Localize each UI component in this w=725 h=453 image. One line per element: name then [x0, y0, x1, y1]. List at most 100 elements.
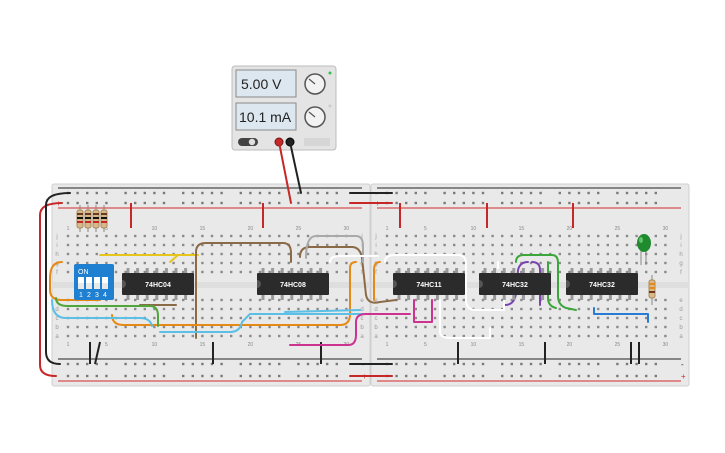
- rail-jumpers[interactable]: [89, 203, 640, 365]
- wire-green[interactable]: [547, 261, 557, 309]
- ic-chip-74hc08[interactable]: 74HC08: [257, 273, 329, 295]
- ic-chip-74hc04[interactable]: 74HC04: [122, 273, 194, 295]
- wire-purple[interactable]: [531, 261, 541, 306]
- wire-yellow[interactable]: [169, 254, 179, 263]
- wire-left-power-black[interactable]: [45, 192, 71, 365]
- led-highlight: [639, 237, 643, 243]
- wire-white[interactable]: [439, 299, 491, 339]
- row-letter: b: [360, 325, 364, 331]
- ic-chip-74hc11[interactable]: 74HC11: [393, 273, 465, 295]
- voltage-display: [235, 69, 297, 98]
- row-letter: c: [56, 316, 59, 322]
- ic-chip-74hc32[interactable]: 74HC32: [566, 273, 638, 295]
- column-number: 1: [386, 226, 389, 232]
- wire-green[interactable]: [515, 254, 577, 311]
- led-body: [637, 234, 651, 252]
- chip-label: 74HC04: [145, 282, 171, 289]
- ic-chip-74hc32[interactable]: 74HC32: [479, 273, 551, 295]
- wires[interactable]: [39, 141, 649, 377]
- wire-magenta[interactable]: [289, 313, 411, 346]
- resistor[interactable]: [92, 205, 100, 232]
- column-number: 1: [67, 226, 70, 232]
- chip-label: 74HC32: [589, 282, 615, 289]
- column-number: 5: [424, 342, 427, 348]
- row-letter: j: [679, 234, 681, 240]
- row-letter: e: [374, 298, 378, 304]
- wire-green[interactable]: [55, 297, 159, 327]
- dip-switch-position-label: 2: [87, 292, 91, 299]
- output-led[interactable]: [637, 234, 651, 265]
- row-letter: b: [55, 325, 59, 331]
- chip-label: 74HC32: [502, 282, 528, 289]
- power-supply[interactable]: 5.00 V 10.1 mA: [231, 65, 337, 151]
- wire-orange[interactable]: [111, 261, 357, 326]
- row-letter: d: [55, 307, 58, 313]
- wire-blue[interactable]: [593, 307, 649, 323]
- row-letter: c: [375, 316, 378, 322]
- column-number: 10: [471, 226, 477, 232]
- row-letter: j: [360, 234, 362, 240]
- row-letter: f: [375, 270, 377, 276]
- wire-light-blue[interactable]: [51, 299, 153, 327]
- column-number: 10: [152, 342, 158, 348]
- column-number: 25: [615, 226, 621, 232]
- wire-psu-positive[interactable]: [278, 141, 292, 204]
- led-resistor[interactable]: [648, 275, 656, 305]
- power-switch-knob: [248, 138, 256, 146]
- wire-psu-negative[interactable]: [289, 141, 302, 194]
- wire-grey[interactable]: [305, 235, 364, 263]
- chip-label: 74HC11: [416, 282, 441, 289]
- resistor[interactable]: [100, 205, 108, 232]
- wire-left-power-red[interactable]: [39, 202, 63, 377]
- wire-brown[interactable]: [299, 246, 397, 304]
- row-letter: f: [361, 270, 363, 276]
- wire-white[interactable]: [384, 254, 505, 311]
- column-number: 15: [519, 226, 525, 232]
- column-number: 20: [248, 342, 254, 348]
- resistor-bank[interactable]: [76, 205, 108, 232]
- resistor[interactable]: [76, 205, 84, 232]
- row-letter: h: [679, 252, 682, 258]
- row-letter: f: [56, 270, 58, 276]
- column-number: 1: [386, 342, 389, 348]
- ic-chips[interactable]: 74HC04 74HC08 74HC11 74HC32 74HC32: [122, 268, 638, 300]
- row-letter: d: [360, 307, 363, 313]
- wire-brown[interactable]: [195, 242, 292, 339]
- column-number: 15: [200, 226, 206, 232]
- column-number: 5: [105, 342, 108, 348]
- column-number: 30: [344, 226, 350, 232]
- dip-switch-on-label: ON: [78, 269, 89, 276]
- dip-switch-position-label: 4: [103, 292, 107, 299]
- column-number: 20: [567, 342, 573, 348]
- chip-wires[interactable]: [169, 254, 499, 269]
- column-number: 25: [615, 342, 621, 348]
- row-letter: a: [55, 334, 59, 340]
- column-number: 5: [424, 226, 427, 232]
- wire-magenta[interactable]: [413, 299, 433, 323]
- column-number: 20: [248, 226, 254, 232]
- row-letter: h: [55, 252, 58, 258]
- rail-jumper-black[interactable]: [94, 341, 101, 365]
- wire-light-blue[interactable]: [284, 309, 361, 313]
- dip-switch-position-label: 1: [79, 292, 83, 299]
- voltage-readout: 5.00 V: [241, 76, 282, 92]
- current-knob-marker: [308, 111, 316, 118]
- row-letter: c: [361, 316, 364, 322]
- wire-light-blue[interactable]: [159, 313, 381, 333]
- wire-orange[interactable]: [373, 261, 381, 301]
- current-readout: 10.1 mA: [239, 109, 292, 125]
- column-number: 30: [663, 342, 669, 348]
- row-letter: b: [679, 325, 683, 331]
- row-letter: j: [374, 234, 376, 240]
- row-letter: c: [680, 316, 683, 322]
- row-letter: g: [679, 261, 682, 267]
- wire-white[interactable]: [329, 255, 379, 263]
- dip-switch[interactable]: ON 1 2 3 4: [74, 264, 114, 300]
- row-letter: i: [680, 243, 681, 249]
- resistor[interactable]: [84, 205, 92, 232]
- center-channel-left: [52, 282, 370, 288]
- wire-orange[interactable]: [49, 261, 101, 301]
- voltage-knob-marker: [308, 78, 316, 85]
- column-number: 25: [296, 226, 302, 232]
